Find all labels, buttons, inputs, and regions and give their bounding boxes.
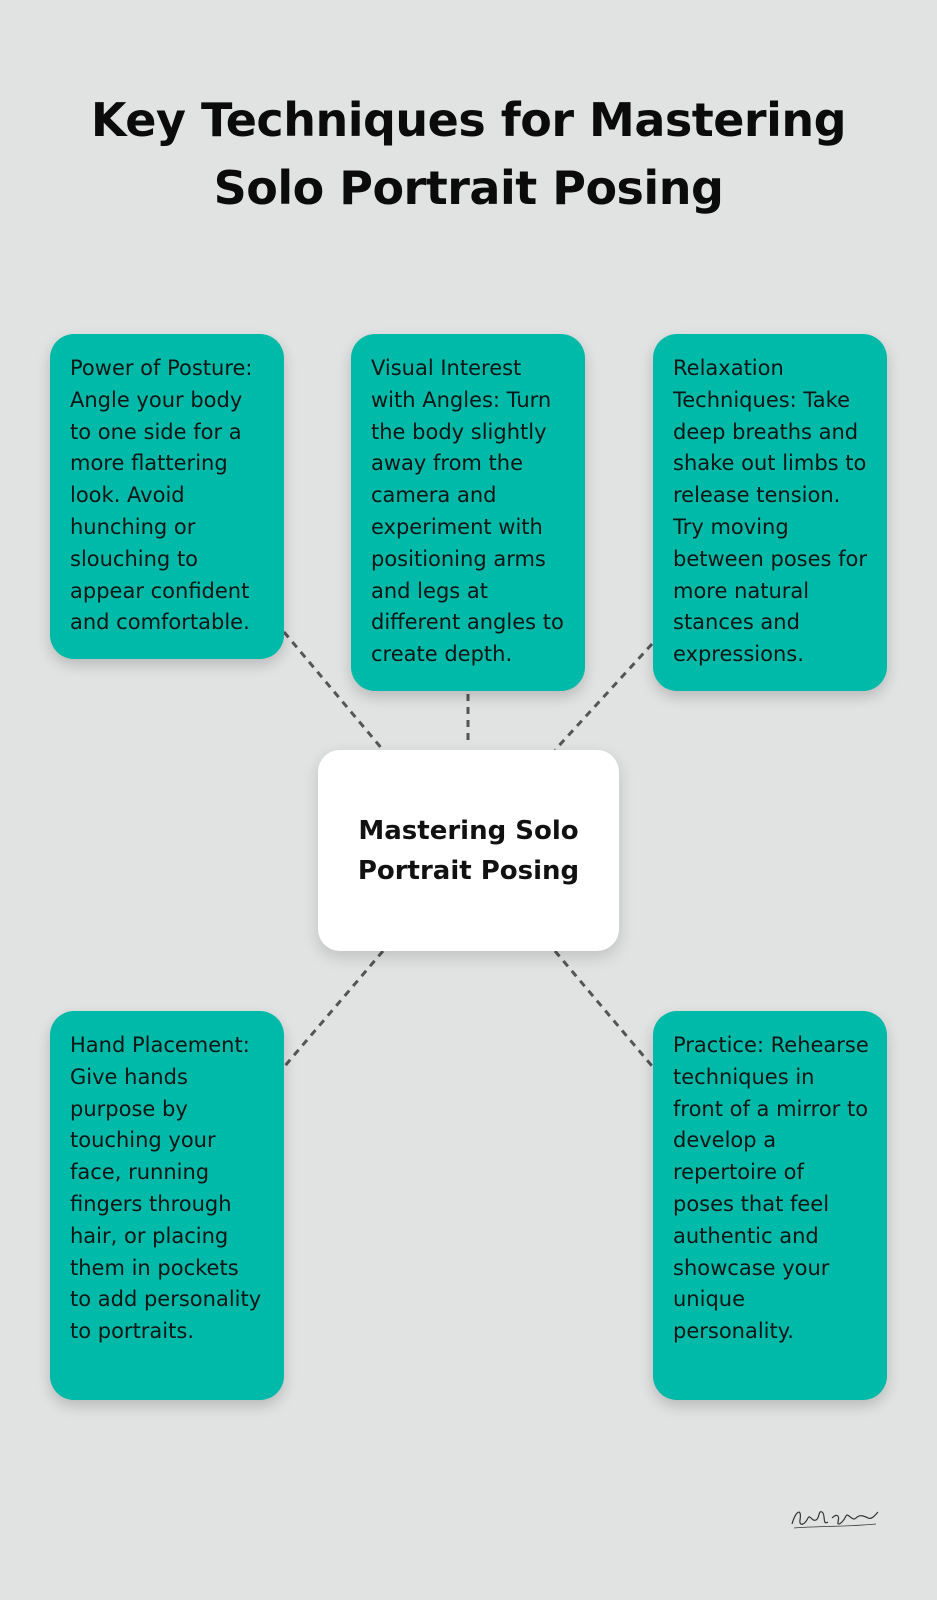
node-text: Visual Interest with Angles: Turn the bo…	[371, 356, 564, 667]
node-power-of-posture: Power of Posture: Angle your body to one…	[50, 334, 284, 659]
node-hand-placement: Hand Placement: Give hands purpose by to…	[50, 1011, 284, 1400]
connector-relaxation	[553, 642, 654, 752]
node-text: Practice: Rehearse techniques in front o…	[673, 1033, 869, 1344]
node-relaxation: Relaxation Techniques: Take deep breaths…	[653, 334, 887, 691]
node-visual-interest: Visual Interest with Angles: Turn the bo…	[351, 334, 585, 691]
node-text: Hand Placement: Give hands purpose by to…	[70, 1033, 262, 1344]
central-node: Mastering Solo Portrait Posing	[318, 750, 619, 951]
connector-practice	[553, 950, 654, 1067]
connector-hand-placement	[282, 950, 385, 1068]
signature-logo-icon	[791, 1511, 879, 1529]
central-node-label: Mastering Solo Portrait Posing	[357, 815, 580, 886]
node-text: Power of Posture: Angle your body to one…	[70, 356, 253, 635]
node-practice: Practice: Rehearse techniques in front o…	[653, 1011, 887, 1400]
diagram-title: Key Techniques for Mastering Solo Portra…	[90, 93, 847, 215]
node-text: Relaxation Techniques: Take deep breaths…	[673, 356, 868, 667]
